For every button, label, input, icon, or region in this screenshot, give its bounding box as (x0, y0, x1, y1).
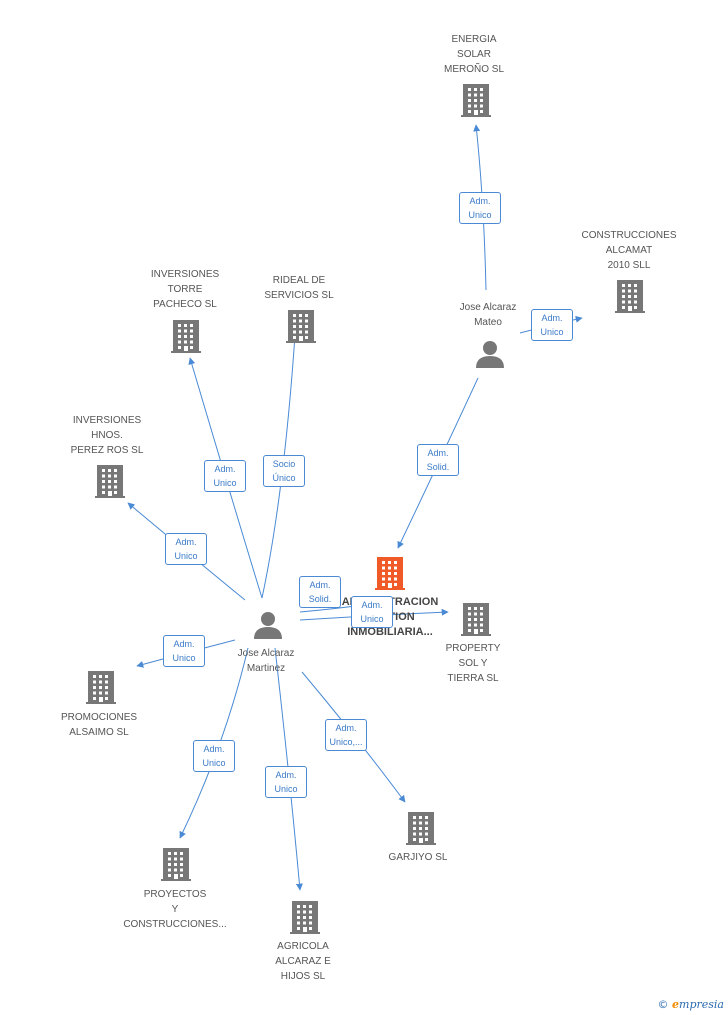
node-label-garjiyo[interactable]: GARJIYO SL (388, 852, 448, 863)
building-icon-garjiyo[interactable] (406, 812, 436, 845)
node-label-proyectos-construcciones[interactable]: PROYECTOS Y CONSTRUCCIONES... (123, 889, 227, 930)
building-icon-rideal[interactable] (286, 310, 316, 343)
building-icon-proyectos[interactable] (161, 848, 191, 881)
node-label-jose-alcaraz-martinez[interactable]: Jose Alcaraz Martinez (237, 648, 295, 674)
node-label-rideal-de-servicios[interactable]: RIDEAL DE SERVICIOS SL (264, 275, 334, 301)
node-label-jose-alcaraz-mateo[interactable]: Jose Alcaraz Mateo (459, 302, 517, 328)
node-label-construcciones-alcamat[interactable]: CONSTRUCCIONES ALCAMAT 2010 SLL (581, 230, 677, 271)
building-icon-energia[interactable] (461, 84, 491, 117)
node-label-agricola-alcaraz[interactable]: AGRICOLA ALCARAZ E HIJOS SL (275, 941, 331, 982)
empresia-brand[interactable]: © empresia (658, 998, 724, 1011)
brand-initial: e (672, 998, 680, 1011)
node-label-inversiones-hnos-perez-ros[interactable]: INVERSIONES HNOS. PEREZ ROS SL (70, 415, 144, 456)
building-icon-inversiones-torre[interactable] (171, 320, 201, 353)
edge-label-garjiyo[interactable]: Adm. Unico,... (325, 719, 367, 751)
building-icon-agricola[interactable] (290, 901, 320, 934)
edge-label-proyectos[interactable]: Adm. Unico (193, 740, 235, 772)
edge-label-inversiones-torre[interactable]: Adm. Unico (204, 460, 246, 492)
edge-label-promociones[interactable]: Adm. Unico (163, 635, 205, 667)
node-label-inversiones-torre-pacheco[interactable]: INVERSIONES TORRE PACHECO SL (150, 269, 220, 310)
brand-name: mpresia (679, 998, 724, 1011)
edge-label-main-from-mateo[interactable]: Adm. Solid. (417, 444, 459, 476)
building-icon-promociones[interactable] (86, 671, 116, 704)
node-label-property-sol-y-tierra[interactable]: PROPERTY SOL Y TIERRA SL (445, 643, 501, 684)
edge-label-inversiones-hnos[interactable]: Adm. Unico (165, 533, 207, 565)
edge-label-alcamat[interactable]: Adm. Unico (531, 309, 573, 341)
edge-label-main-from-martinez[interactable]: Adm. Solid. (299, 576, 341, 608)
edge-label-agricola[interactable]: Adm. Unico (265, 766, 307, 798)
building-icon-alcamat[interactable] (615, 280, 645, 313)
building-icon-property[interactable] (461, 603, 491, 636)
person-icon-jose-martinez[interactable] (254, 612, 282, 639)
node-label-promociones-alsaimo[interactable]: PROMOCIONES ALSAIMO SL (60, 712, 138, 738)
edge-label-rideal[interactable]: Socio Único (263, 455, 305, 487)
edge-label-energia[interactable]: Adm. Unico (459, 192, 501, 224)
building-icon-main-company[interactable] (375, 557, 405, 590)
person-icon-jose-mateo[interactable] (476, 341, 504, 368)
node-label-energia-solar-merono[interactable]: ENERGIA SOLAR MEROÑO SL (443, 34, 505, 75)
edge-label-property[interactable]: Adm. Unico (351, 596, 393, 628)
building-icon-inversiones-hnos[interactable] (95, 465, 125, 498)
copyright-symbol: © (657, 998, 669, 1011)
